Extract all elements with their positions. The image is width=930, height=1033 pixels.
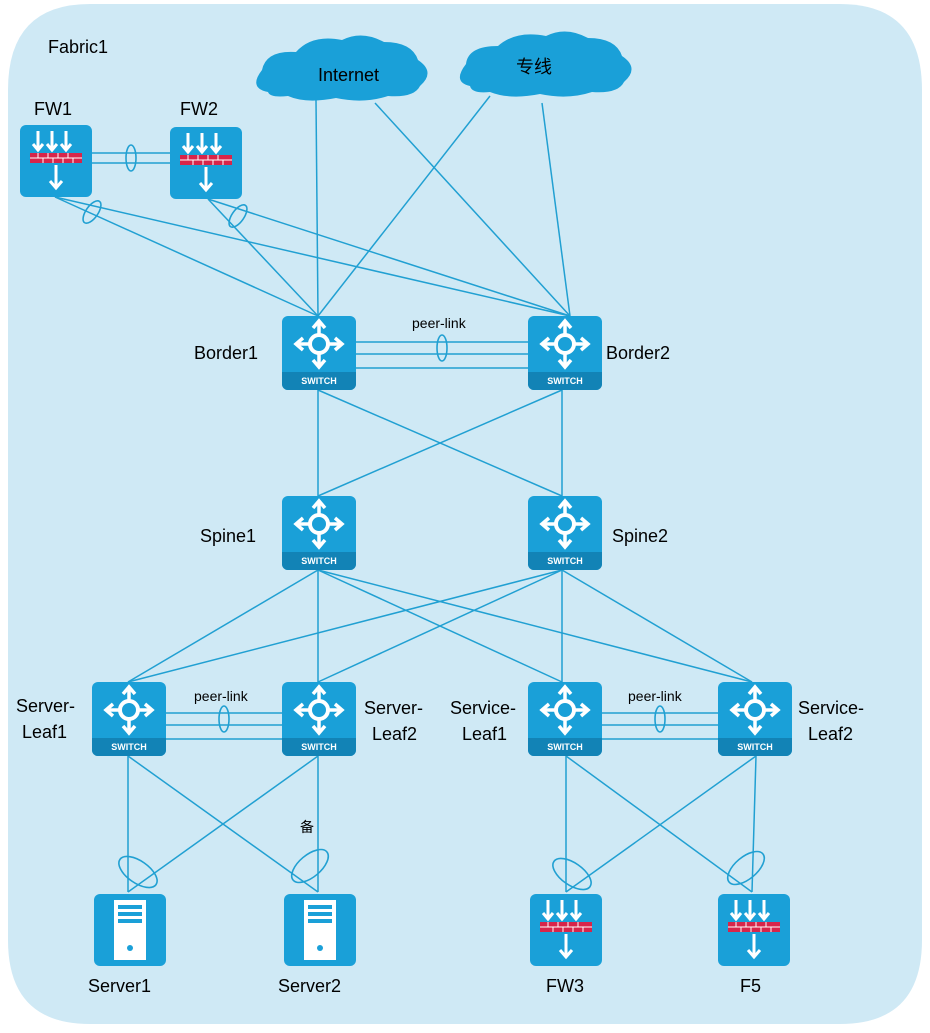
fw1-label: FW1 [34, 99, 72, 119]
border1-device[interactable]: SWITCH Border1 [194, 314, 358, 392]
border2-label: Border2 [606, 343, 670, 363]
service-leaf1-caption: SWITCH [547, 742, 583, 752]
fabric-label: Fabric1 [48, 37, 108, 57]
internet-cloud: Internet [256, 35, 428, 101]
server2-backup-label: 备 [300, 819, 314, 835]
server-leaf1-label-line2: Leaf1 [22, 722, 67, 742]
server-leaf2-caption: SWITCH [301, 742, 337, 752]
fw2-label: FW2 [180, 99, 218, 119]
service-peer-link-label: peer-link [628, 688, 683, 704]
fw3-label: FW3 [546, 976, 584, 996]
fw1-device[interactable]: FW1 [18, 99, 94, 199]
service-leaf1-label-line2: Leaf1 [462, 724, 507, 744]
server-icon [284, 894, 356, 966]
fw3-device[interactable]: FW3 [528, 892, 604, 996]
spine2-label: Spine2 [612, 526, 668, 546]
border-peer-link-label: peer-link [412, 315, 467, 331]
fw2-device[interactable]: FW2 [168, 99, 244, 201]
internet-label: Internet [318, 65, 379, 85]
firewall-icon [716, 892, 792, 968]
server-leaf2-label-line1: Server- [364, 698, 423, 718]
firewall-icon [18, 123, 94, 199]
spine2-caption: SWITCH [547, 556, 583, 566]
server-leaf1-device[interactable]: SWITCH Server- Leaf1 [16, 680, 168, 758]
server2-label: Server2 [278, 976, 341, 996]
border2-caption: SWITCH [547, 376, 583, 386]
f5-device[interactable]: F5 [716, 892, 792, 996]
border1-label: Border1 [194, 343, 258, 363]
spine1-device[interactable]: SWITCH Spine1 [200, 494, 358, 572]
server-leaf1-label-line1: Server- [16, 696, 75, 716]
service-leaf1-device[interactable]: SWITCH Service- Leaf1 [450, 680, 604, 758]
server-icon [94, 894, 166, 966]
service-leaf1-label-line1: Service- [450, 698, 516, 718]
server-leaf2-label-line2: Leaf2 [372, 724, 417, 744]
firewall-icon [168, 125, 244, 201]
firewall-icon [528, 892, 604, 968]
service-leaf2-label-line2: Leaf2 [808, 724, 853, 744]
server1-label: Server1 [88, 976, 151, 996]
leased-line-label: 专线 [516, 57, 552, 77]
server-peer-link-label: peer-link [194, 688, 249, 704]
border2-device[interactable]: SWITCH Border2 [526, 314, 670, 392]
server-leaf2-device[interactable]: SWITCH Server- Leaf2 [280, 680, 423, 758]
f5-label: F5 [740, 976, 761, 996]
service-leaf2-label-line1: Service- [798, 698, 864, 718]
server-leaf1-caption: SWITCH [111, 742, 147, 752]
fabric-area [8, 4, 922, 1024]
links [54, 95, 757, 893]
server1-device[interactable]: Server1 [88, 894, 166, 996]
spine1-caption: SWITCH [301, 556, 337, 566]
border1-caption: SWITCH [301, 376, 337, 386]
spine2-device[interactable]: SWITCH Spine2 [526, 494, 668, 572]
service-leaf2-device[interactable]: SWITCH Service- Leaf2 [716, 680, 864, 758]
service-leaf2-caption: SWITCH [737, 742, 773, 752]
leased-line-cloud: 专线 [459, 31, 632, 97]
lag-markers [82, 144, 766, 891]
spine1-label: Spine1 [200, 526, 256, 546]
server2-device[interactable]: Server2 [278, 894, 356, 996]
